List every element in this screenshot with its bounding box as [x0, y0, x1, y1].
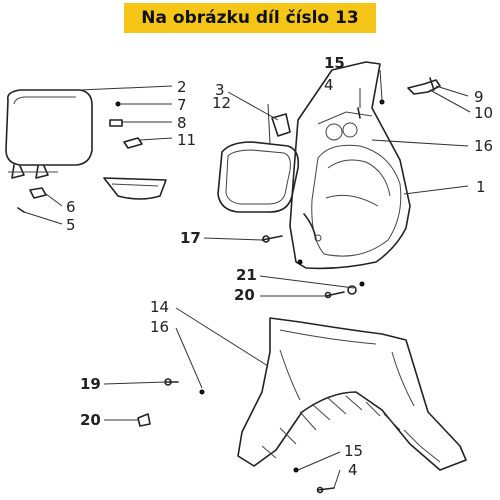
title-text: Na obrázku díl číslo 13 — [141, 8, 359, 28]
part-20-clip — [137, 413, 151, 427]
part-9-bracket — [407, 77, 441, 95]
part-5-screw — [17, 207, 25, 213]
leader-lines — [23, 69, 471, 489]
part-15-screw-lower — [293, 467, 299, 473]
part-17-screw — [261, 235, 283, 243]
label-6: 6 — [66, 198, 76, 216]
label-10: 10 — [474, 104, 493, 122]
label-2: 2 — [177, 78, 187, 96]
label-14: 14 — [150, 298, 169, 316]
label-20-lower: 20 — [80, 411, 101, 429]
label-16-top: 16 — [474, 137, 493, 155]
label-17: 17 — [180, 229, 201, 247]
part-4-screw-top — [357, 107, 361, 119]
part-20-screw — [324, 291, 345, 299]
label-11: 11 — [177, 131, 196, 149]
label-20-mid: 20 — [234, 286, 255, 304]
label-7: 7 — [177, 96, 187, 114]
part-12-lens — [217, 141, 300, 213]
label-4-lower: 4 — [348, 461, 358, 479]
part-11-bracket — [123, 137, 143, 149]
part-2-lid — [5, 89, 93, 179]
part-21-nut — [347, 281, 365, 295]
title-banner: Na obrázku díl číslo 13 — [124, 3, 376, 33]
label-9: 9 — [474, 88, 484, 106]
part-14-floor-panel — [237, 317, 467, 471]
label-8: 8 — [177, 114, 187, 132]
label-16-lower: 16 — [150, 318, 169, 336]
label-15-top: 15 — [324, 54, 345, 72]
label-19: 19 — [80, 375, 101, 393]
tray-piece — [103, 177, 167, 200]
part-6-clip — [29, 187, 47, 199]
part-1-front-shield — [289, 61, 411, 270]
label-4-top: 4 — [324, 76, 334, 94]
label-1: 1 — [476, 178, 486, 196]
part-15-screw-top — [379, 99, 385, 105]
label-21: 21 — [236, 266, 257, 284]
callout-labels: 2 7 8 11 6 5 3 12 15 4 9 10 16 1 17 21 2… — [66, 54, 493, 479]
part-7-screw — [115, 101, 121, 107]
label-5: 5 — [66, 216, 76, 234]
part-16-screw-lower — [199, 389, 205, 395]
label-3: 3 — [215, 81, 225, 99]
part-19-screw — [164, 378, 179, 386]
part-8-clip — [109, 119, 123, 127]
part-4-screw-lower — [316, 486, 335, 494]
label-12: 12 — [212, 94, 231, 112]
part-3-plate — [271, 113, 291, 137]
label-15-lower: 15 — [344, 442, 363, 460]
